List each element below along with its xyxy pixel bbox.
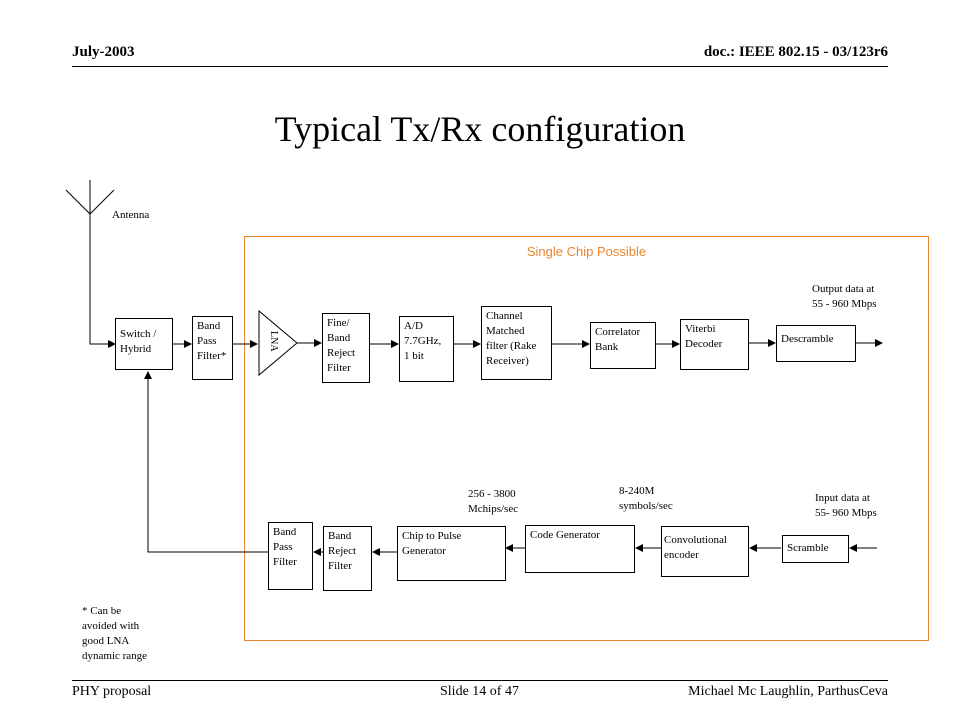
output-data-note: Output data at 55 - 960 Mbps (812, 283, 877, 310)
switch-hybrid-block: Switch / Hybrid (115, 318, 173, 370)
footer-author: Michael Mc Laughlin, ParthusCeva (688, 684, 888, 699)
antenna-feed-wire (89, 214, 116, 348)
footer-divider (72, 680, 888, 681)
code-generator-block: Code Generator (525, 525, 635, 573)
single-chip-region (244, 236, 929, 641)
viterbi-decoder-block: Viterbi Decoder (680, 319, 749, 370)
lna-label: LNA (268, 331, 279, 352)
header-doc-id: doc.: IEEE 802.15 - 03/123r6 (703, 44, 888, 60)
symbol-rate-note: 8-240M symbols/sec (619, 485, 673, 512)
footer-slide-number: Slide 14 of 47 (440, 684, 519, 699)
convolutional-encoder-block: Convolutional encoder (661, 526, 749, 577)
footer-left: PHY proposal (72, 684, 152, 699)
adc-block: A/D 7.7GHz, 1 bit (399, 316, 454, 382)
scramble-block: Scramble (782, 535, 849, 563)
tx-band-reject-filter-block: Band Reject Filter (323, 526, 372, 591)
header-divider (72, 66, 888, 67)
chip-to-pulse-generator-block: Chip to Pulse Generator (397, 526, 506, 581)
slide-title: Typical Tx/Rx configuration (274, 109, 686, 149)
tx-band-pass-filter-block: Band Pass Filter (268, 522, 313, 590)
single-chip-label: Single Chip Possible (526, 244, 647, 259)
rx-band-reject-filter-block: Fine/ Band Reject Filter (322, 313, 370, 383)
channel-matched-filter-block: Channel Matched filter (Rake Receiver) (481, 306, 552, 380)
header-date: July-2003 (72, 44, 135, 60)
antenna-label: Antenna (112, 209, 150, 221)
input-data-note: Input data at 55- 960 Mbps (815, 492, 877, 519)
wire-tx-to-switch (144, 371, 268, 553)
footnote: * Can be avoided with good LNA dynamic r… (82, 605, 148, 662)
chip-rate-note: 256 - 3800 Mchips/sec (468, 488, 519, 515)
lna-amplifier-icon (258, 309, 298, 377)
descramble-block: Descramble (776, 325, 856, 362)
antenna-icon (65, 180, 115, 215)
rx-band-pass-filter-block: Band Pass Filter* (192, 316, 233, 380)
correlator-bank-block: Correlator Bank (590, 322, 656, 369)
